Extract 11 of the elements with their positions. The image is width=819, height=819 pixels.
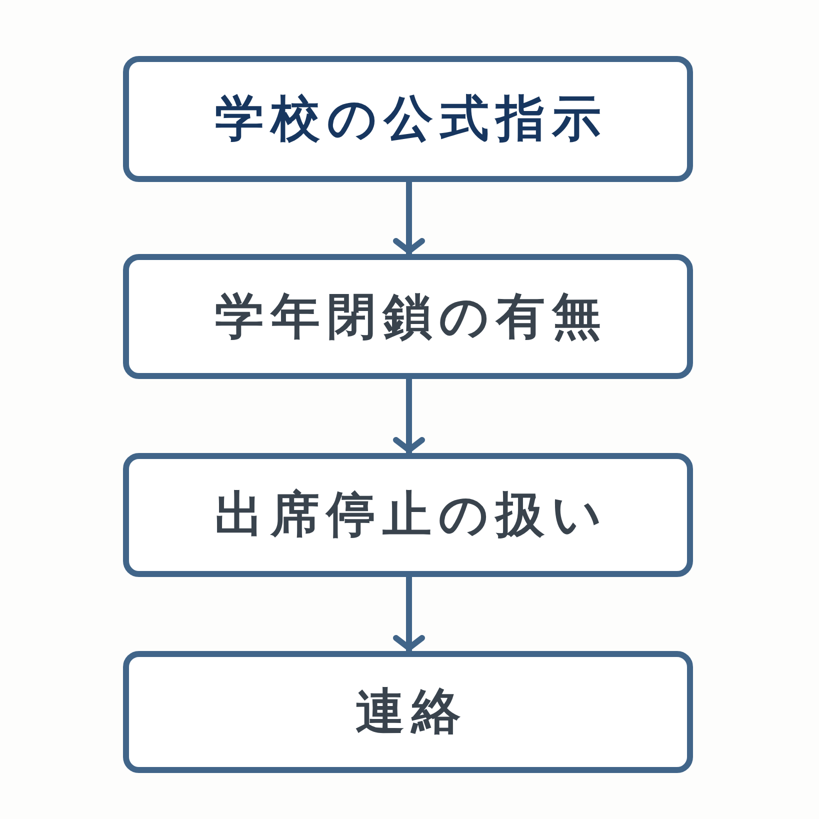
process-box — [123, 651, 693, 773]
arrow — [393, 577, 425, 651]
step-label: 学校の公式指示 — [214, 92, 608, 146]
step-label: 学年閉鎖の有無 — [214, 290, 608, 344]
step-label: 連絡 — [354, 685, 468, 739]
arrow — [393, 379, 425, 453]
arrow — [393, 182, 425, 254]
step-label: 出席停止の扱い — [214, 488, 608, 542]
process-box — [123, 56, 693, 182]
process-box — [123, 254, 693, 379]
process-box — [123, 453, 693, 577]
